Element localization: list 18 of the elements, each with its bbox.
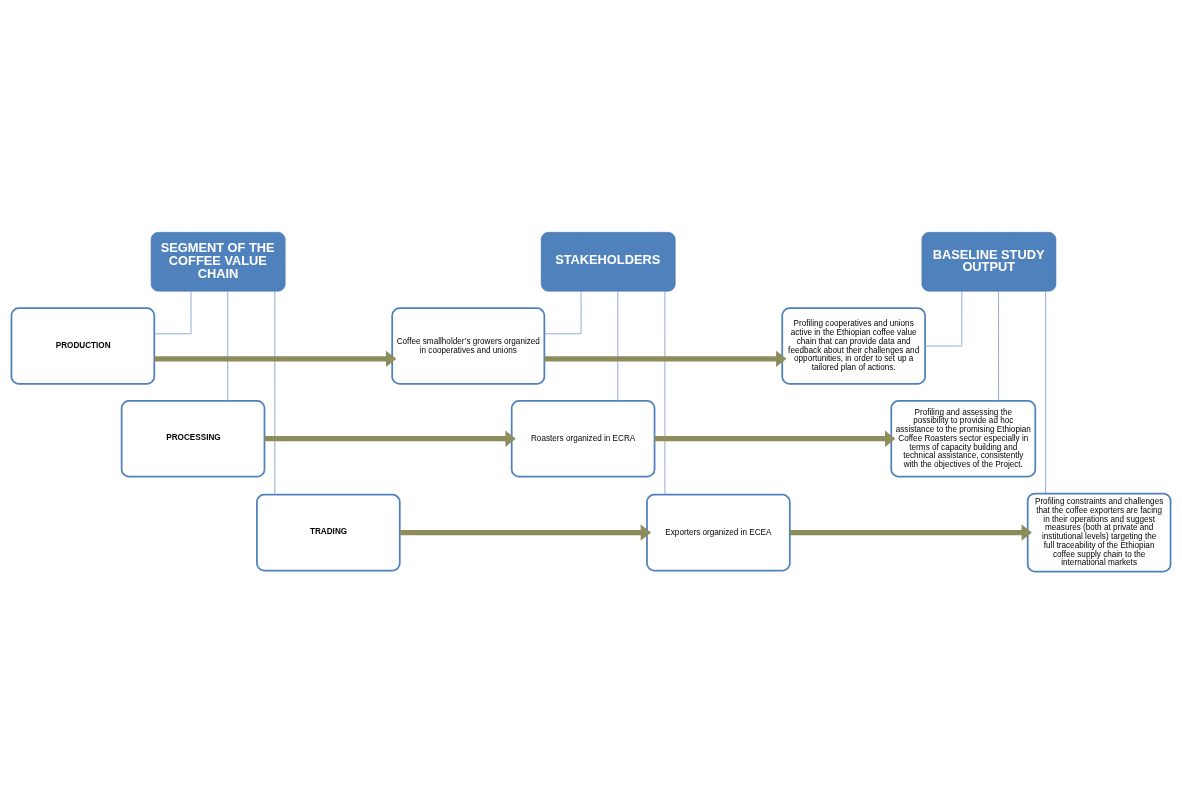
arrow xyxy=(154,350,397,368)
node-box: STAKEHOLDERS xyxy=(540,232,676,292)
connector xyxy=(664,290,666,496)
arrow xyxy=(399,524,652,541)
node-box: SEGMENT OF THE COFFEE VALUE CHAIN xyxy=(150,232,286,292)
connector xyxy=(227,290,229,402)
connector xyxy=(617,290,619,402)
node-box: BASELINE STUDY OUTPUT xyxy=(921,232,1057,292)
arrow xyxy=(790,524,1032,541)
connector xyxy=(274,290,276,496)
arrow xyxy=(264,430,516,447)
connector xyxy=(1045,290,1047,494)
arrow xyxy=(654,430,896,447)
connector xyxy=(153,290,192,335)
connector xyxy=(998,290,999,402)
arrow xyxy=(544,350,787,368)
connector xyxy=(544,290,582,335)
connector xyxy=(924,290,963,347)
